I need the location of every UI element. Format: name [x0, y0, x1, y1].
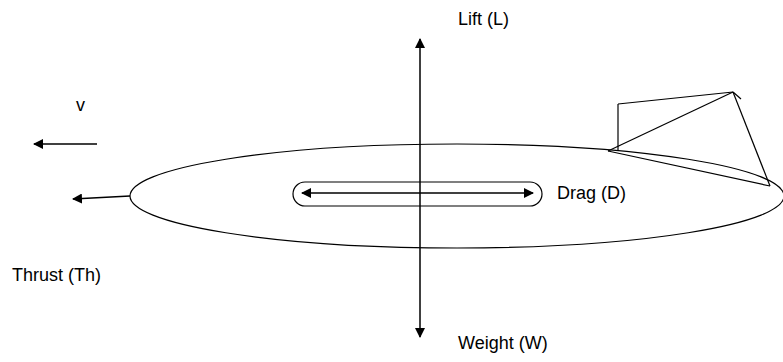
velocity-label: v [76, 94, 85, 116]
lift-arrow [419, 39, 421, 198]
tail-fin [608, 92, 770, 186]
force-label: Thrust (Th) [12, 264, 101, 286]
force-label: Weight (W) [458, 332, 548, 354]
drag-capsule [293, 182, 542, 206]
thrust-arrow [73, 196, 130, 199]
weight-arrow [419, 198, 421, 337]
drag-arrow [302, 192, 533, 194]
velocity-arrow [34, 143, 97, 145]
hull-outline [130, 144, 783, 248]
force-label: Drag (D) [557, 182, 626, 204]
force-label: Lift (L) [458, 8, 509, 30]
